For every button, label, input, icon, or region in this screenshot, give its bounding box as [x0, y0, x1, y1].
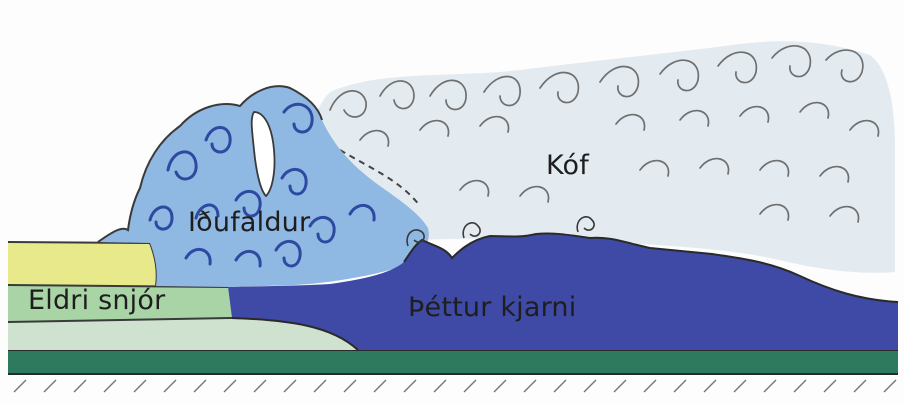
ground-hatching	[14, 380, 896, 392]
label-dense-core: Þéttur kjarni	[408, 292, 576, 323]
label-powder-cloud: Kóf	[546, 150, 589, 181]
ground	[8, 350, 898, 392]
label-turbulent-front: Iðufaldur	[188, 207, 310, 238]
label-older-snow: Eldri snjór	[28, 285, 165, 316]
